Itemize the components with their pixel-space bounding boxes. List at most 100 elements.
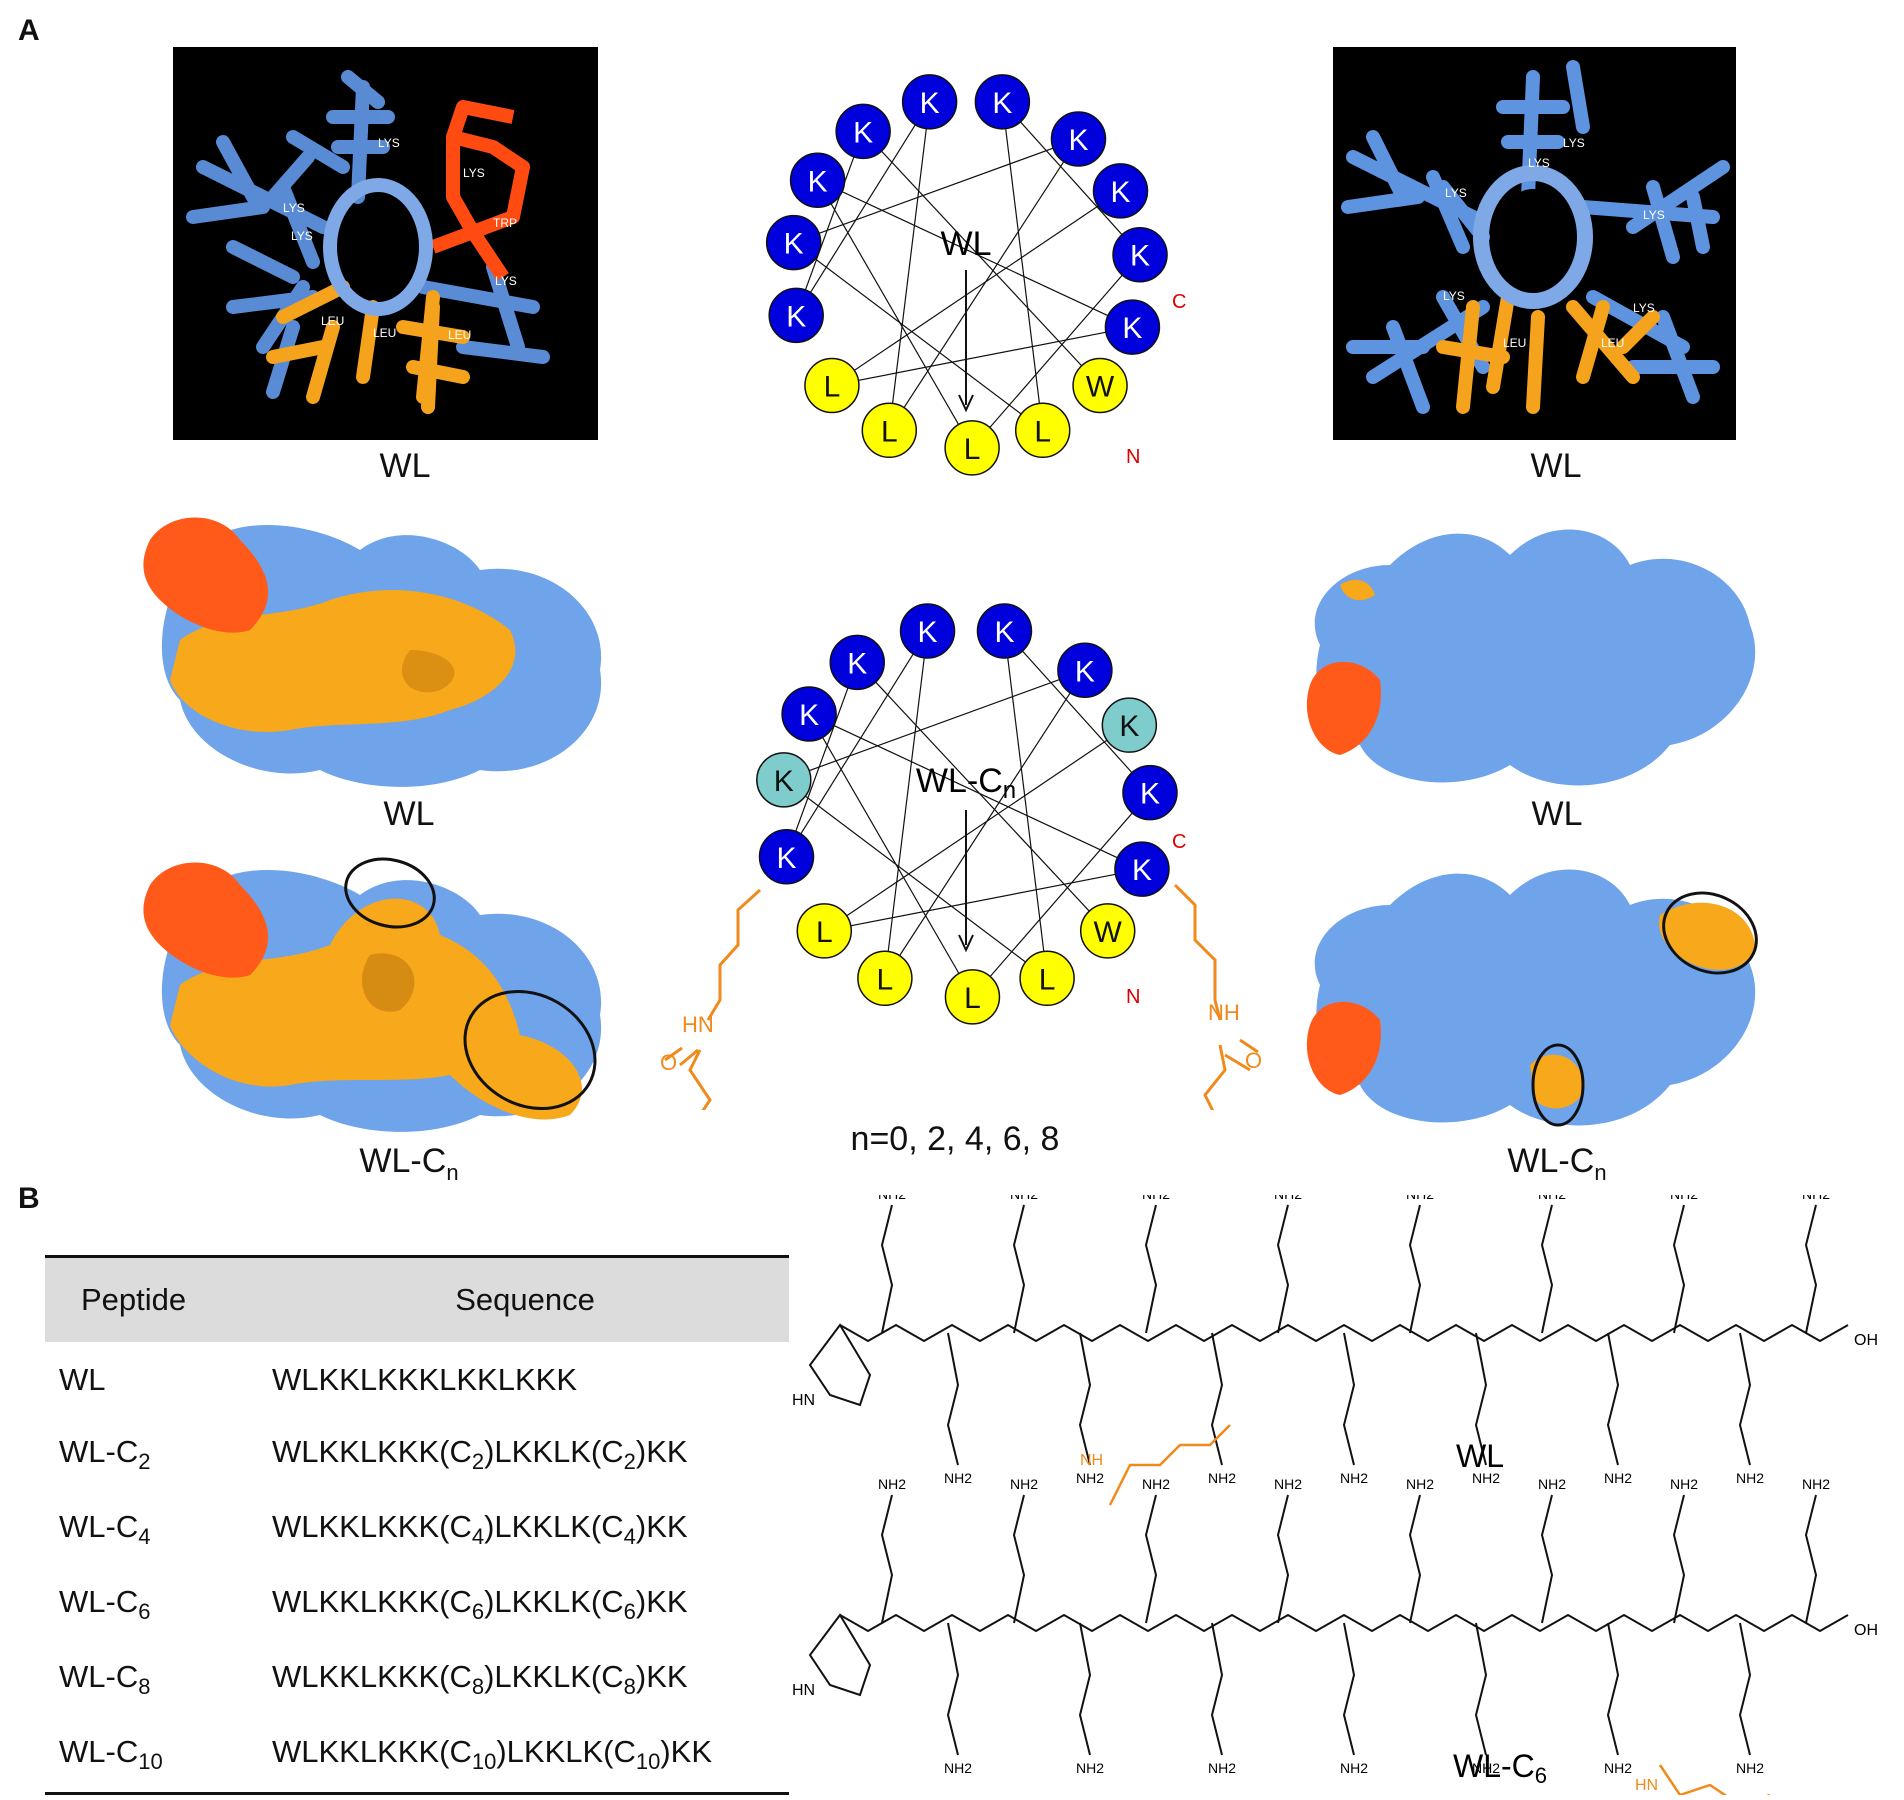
surface-wlcn-left: [143, 857, 602, 1132]
wheel-residue-label: L: [964, 433, 981, 466]
wheel-residue-circle: [1101, 697, 1158, 753]
wheel-residue-label: K: [994, 616, 1014, 649]
residue-label-lys-r1: LYS: [1563, 136, 1585, 150]
residue-label-lys-1: LYS: [378, 136, 400, 150]
side-chain: [1804, 1204, 1818, 1334]
caption-mol-right: WL: [1530, 447, 1582, 485]
nh2-label: NH2: [944, 1760, 972, 1776]
residue-label-leu-1: LEU: [321, 314, 344, 328]
acyl-left-o: O: [660, 1050, 677, 1075]
wheel-residue-label: K: [1132, 854, 1152, 887]
side-chain: [1606, 1332, 1620, 1466]
side-chain: [1276, 1494, 1290, 1624]
wheel-bottom-connectors: [783, 630, 1151, 998]
wheel-residue-label: L: [816, 916, 833, 949]
helix-model-right: LYS LYS LYS LYS LYS LYS LEU LEU: [1333, 47, 1736, 440]
side-chain: [1342, 1622, 1356, 1756]
wheel-residue-label: K: [784, 228, 804, 261]
nh2-label: NH2: [1142, 1476, 1170, 1492]
nh2-label: NH2: [878, 1476, 906, 1492]
nh2-label: NH2: [1076, 1760, 1104, 1776]
caption-base: WL-C: [359, 1142, 447, 1180]
cell-sequence: WLKKLKKK(C4)LKKLK(C4)KK: [272, 1508, 688, 1550]
wheel-connector: [831, 326, 1133, 387]
acyl-right-nh: NH: [1208, 1000, 1240, 1025]
side-chain: [1342, 1332, 1356, 1466]
nh2-label: NH2: [1208, 1760, 1236, 1776]
wheel-connector: [783, 779, 1048, 979]
wheel-bottom-center-label: WL-Cn: [916, 762, 1016, 804]
wheel-residue-circle: [829, 634, 886, 691]
wheel-connector: [856, 661, 1109, 932]
wheel-residue-circle: [1079, 903, 1136, 959]
side-chain: [1012, 1494, 1026, 1624]
wheel-residue-circle: [944, 969, 1001, 1025]
wheel-residue-label: K: [992, 87, 1012, 120]
nh2-label: NH2: [1670, 1195, 1698, 1202]
cell-sequence: WLKKLKKK(C10)LKKLK(C10)KK: [272, 1733, 713, 1775]
nh2-label: NH2: [1406, 1476, 1434, 1492]
wheel-connector: [783, 669, 1086, 781]
indole-ring: [808, 1323, 872, 1407]
cell-sequence: WLKKLKKK(C8)LKKLK(C8)KK: [272, 1658, 688, 1700]
wheel-connector: [884, 669, 1086, 979]
residue-label-leu-2: LEU: [373, 326, 396, 340]
structure-wlc6-label: WL-C6: [1453, 1748, 1547, 1788]
wheel-connector: [972, 792, 1151, 998]
wheel-connector: [971, 254, 1141, 449]
wheel-residue-label: K: [1111, 176, 1131, 209]
nh2-label: NH2: [1802, 1195, 1830, 1202]
wheel-connector: [824, 868, 1143, 932]
nh2-label: NH2: [1604, 1760, 1632, 1776]
side-chain: [1144, 1204, 1158, 1334]
wheel-residue-label: L: [964, 982, 981, 1015]
nh2-label: NH2: [1208, 1470, 1236, 1486]
backbone: [839, 1613, 1849, 1633]
wheel-bottom-c-terminus: C: [1172, 831, 1186, 853]
residue-label-lys-2: LYS: [283, 201, 305, 215]
wheel-residue-label: L: [1034, 415, 1051, 448]
caption-surface-right-bottom: WL-Cn: [1407, 1142, 1707, 1186]
wheel-residue-circle: [976, 603, 1033, 659]
side-chain: [1672, 1494, 1686, 1624]
side-chain: [1540, 1204, 1554, 1334]
wheel-residue-label: W: [1086, 370, 1115, 403]
wheel-connector: [1001, 101, 1044, 431]
side-chain: [1738, 1622, 1752, 1756]
wheel-residue-circle: [835, 103, 891, 160]
cell-peptide: WL-C8: [59, 1658, 151, 1700]
residue-label-lys-4: LYS: [463, 166, 485, 180]
nh2-label: NH2: [1274, 1476, 1302, 1492]
cell-peptide: WL-C10: [59, 1733, 163, 1775]
side-chain: [1540, 1494, 1554, 1624]
wheel-connector: [1001, 101, 1141, 256]
wheel-connector: [817, 179, 1133, 328]
caption-base: WL-C: [1507, 1142, 1595, 1180]
structure-wl-label: WL: [1456, 1438, 1504, 1474]
side-chain: [1474, 1622, 1488, 1756]
wheel-residue-label: K: [853, 116, 873, 149]
wheel-residue-label: K: [786, 300, 806, 333]
wheel-residue-label: L: [824, 370, 841, 403]
wheel-top-center-label: WL: [941, 225, 992, 263]
nh2-label: NH2: [1340, 1760, 1368, 1776]
wheel-residue-circle: [1122, 764, 1178, 821]
wheel-top-arrowhead: [958, 394, 974, 413]
residue-label-lys-r5: LYS: [1443, 289, 1465, 303]
wheel-connector: [785, 662, 858, 857]
hn-label: HN: [792, 1392, 815, 1409]
helix-model-left-drawing: LYS LYS LYS LYS TRP LYS LEU LEU LEU: [186, 70, 550, 414]
residue-label-lys-r3: LYS: [1445, 186, 1467, 200]
wheel-top-n-terminus: N: [1126, 446, 1140, 468]
wheel-residue-label: L: [881, 415, 898, 448]
side-chain: [1078, 1332, 1092, 1466]
side-chain: [880, 1494, 894, 1624]
nh2-label: NH2: [1472, 1760, 1500, 1776]
wheel-residue-label: K: [808, 165, 828, 198]
nh2-label: NH2: [1802, 1476, 1830, 1492]
table-row: WL-C8 WLKKLKKK(C8)LKKLK(C8)KK: [45, 1642, 789, 1717]
wheel-connector: [884, 630, 929, 979]
